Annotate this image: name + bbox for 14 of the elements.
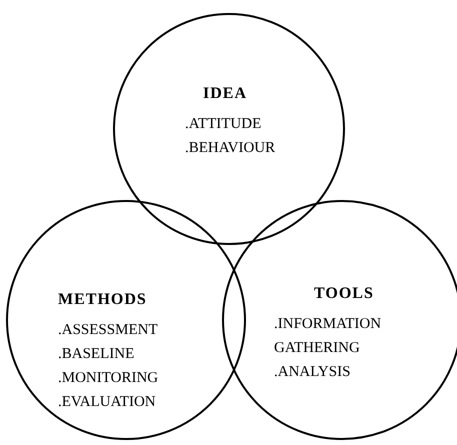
list-item: .BASELINE: [58, 345, 136, 364]
list-item: .INFORMATION GATHERING: [274, 315, 382, 358]
list-item: .MONITORING: [58, 369, 160, 388]
list-item: .ASSESSMENT: [58, 321, 159, 340]
venn-circle: [222, 200, 457, 440]
list-item: .BEHAVIOUR: [185, 139, 276, 158]
venn-circle: [113, 13, 345, 245]
venn-circle: [6, 200, 246, 440]
list-item: .EVALUATION: [58, 393, 157, 412]
list-item: .ANALYSIS: [274, 363, 352, 382]
circle-heading: IDEA: [203, 84, 248, 104]
circle-heading: METHODS: [58, 290, 148, 310]
circle-heading: TOOLS: [314, 284, 375, 304]
list-item: .ATTITUDE: [185, 115, 262, 134]
